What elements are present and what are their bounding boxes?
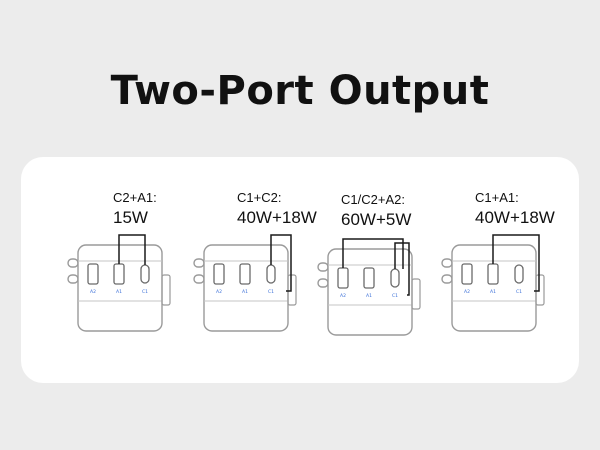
adapter-illustration: A2 A1 C1 bbox=[317, 238, 421, 336]
port-label: A1 bbox=[242, 289, 248, 295]
device-2-label: C1+C2: 40W+18W bbox=[237, 190, 317, 227]
device-3-label: C1/C2+A2: 60W+5W bbox=[341, 192, 412, 229]
adapter-device-2: A2 A1 C1 bbox=[191, 231, 301, 341]
port-label: C1 bbox=[392, 293, 398, 299]
adapter-device-4: A2 A1 C1 bbox=[439, 231, 549, 341]
port-label: A1 bbox=[116, 289, 122, 295]
port-label: A1 bbox=[490, 289, 496, 295]
device-4-combo: C1+A1: bbox=[475, 190, 519, 205]
connection-bracket bbox=[492, 234, 540, 292]
connection-bracket bbox=[394, 242, 410, 296]
device-4-label: C1+A1: 40W+18W bbox=[475, 190, 555, 227]
device-3-watts: 60W+5W bbox=[341, 209, 412, 229]
port-label: C1 bbox=[516, 289, 522, 295]
device-3-combo: C1/C2+A2: bbox=[341, 192, 405, 207]
port-label: A2 bbox=[340, 293, 346, 299]
output-panel: C2+A1: 15W A2 A1 C1 C1+C2: 40W+18W bbox=[21, 157, 579, 383]
connection-bracket bbox=[118, 234, 146, 265]
connection-bracket bbox=[270, 234, 292, 292]
port-label: C1 bbox=[268, 289, 274, 295]
port-label: A2 bbox=[90, 289, 96, 295]
page-title: Two-Port Output bbox=[110, 68, 490, 114]
adapter-device-1: A2 A1 C1 bbox=[65, 231, 175, 341]
device-1-combo: C2+A1: bbox=[113, 190, 157, 205]
adapter-illustration: A2 A1 C1 bbox=[67, 234, 171, 332]
adapter-illustration: A2 A1 C1 bbox=[441, 234, 545, 332]
adapter-illustration: A2 A1 C1 bbox=[193, 234, 297, 332]
port-label: A2 bbox=[216, 289, 222, 295]
device-4-watts: 40W+18W bbox=[475, 207, 555, 227]
adapter-device-3: A2 A1 C1 bbox=[315, 235, 425, 345]
device-1-watts: 15W bbox=[113, 207, 148, 227]
connection-bracket bbox=[342, 238, 404, 269]
device-1-label: C2+A1: 15W bbox=[113, 190, 157, 227]
port-label: A1 bbox=[366, 293, 372, 299]
device-2-watts: 40W+18W bbox=[237, 207, 317, 227]
port-label: A2 bbox=[464, 289, 470, 295]
device-2-combo: C1+C2: bbox=[237, 190, 282, 205]
port-label: C1 bbox=[142, 289, 148, 295]
